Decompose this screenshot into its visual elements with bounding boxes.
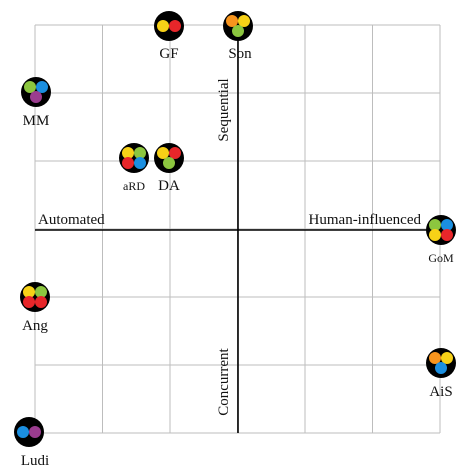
- node-ais: AiS: [426, 348, 456, 400]
- node-dot-purple: [29, 426, 41, 438]
- node-dot-red: [122, 157, 134, 169]
- node-dot-red: [35, 296, 47, 308]
- node-dot-green: [232, 25, 244, 37]
- node-dot-blue: [17, 426, 29, 438]
- node-son: Son: [223, 11, 253, 62]
- node-dot-blue: [36, 81, 48, 93]
- node-label: AiS: [429, 384, 452, 400]
- axis-label-concurrent: Concurrent: [216, 347, 232, 415]
- node-da: DA: [154, 143, 184, 194]
- node-dot-blue: [435, 362, 447, 374]
- node-ang: Ang: [20, 282, 50, 334]
- node-dot-red: [23, 296, 35, 308]
- node-dot-green: [429, 219, 441, 231]
- node-disk: [426, 215, 456, 245]
- node-dot-green: [163, 157, 175, 169]
- node-dot-yellow: [441, 352, 453, 364]
- node-dot-yellow: [157, 20, 169, 32]
- node-dot-red: [169, 20, 181, 32]
- node-dot-green: [35, 286, 47, 298]
- node-dot-yellow: [23, 286, 35, 298]
- axis-label-human-influenced: Human-influenced: [309, 212, 422, 228]
- node-mm: MM: [21, 77, 51, 129]
- node-label: DA: [158, 178, 180, 194]
- node-dot-purple: [30, 91, 42, 103]
- node-label: MM: [23, 113, 50, 129]
- node-dot-yellow: [238, 15, 250, 27]
- node-dot-red: [441, 229, 453, 241]
- node-disk: [119, 143, 149, 173]
- node-dot-blue: [441, 219, 453, 231]
- node-label: Ang: [22, 318, 48, 334]
- node-dot-green: [134, 147, 146, 159]
- node-dot-yellow: [429, 229, 441, 241]
- node-dot-orange: [429, 352, 441, 364]
- node-label: aRD: [123, 179, 145, 193]
- node-dot-yellow: [157, 147, 169, 159]
- node-dot-red: [169, 147, 181, 159]
- node-label: GoM: [428, 251, 454, 265]
- node-gom: GoM: [426, 215, 456, 265]
- axis-label-automated: Automated: [38, 212, 105, 228]
- node-gf: GF: [154, 11, 184, 62]
- node-label: Ludi: [21, 453, 49, 469]
- node-label: Son: [228, 46, 252, 62]
- node-dot-orange: [226, 15, 238, 27]
- node-label: GF: [159, 46, 178, 62]
- node-ludi: Ludi: [14, 417, 49, 469]
- node-dot-green: [24, 81, 36, 93]
- node-dot-blue: [134, 157, 146, 169]
- axis-label-sequential: Sequential: [216, 78, 232, 141]
- node-dot-yellow: [122, 147, 134, 159]
- node-ard: aRD: [119, 143, 149, 193]
- node-disk: [20, 282, 50, 312]
